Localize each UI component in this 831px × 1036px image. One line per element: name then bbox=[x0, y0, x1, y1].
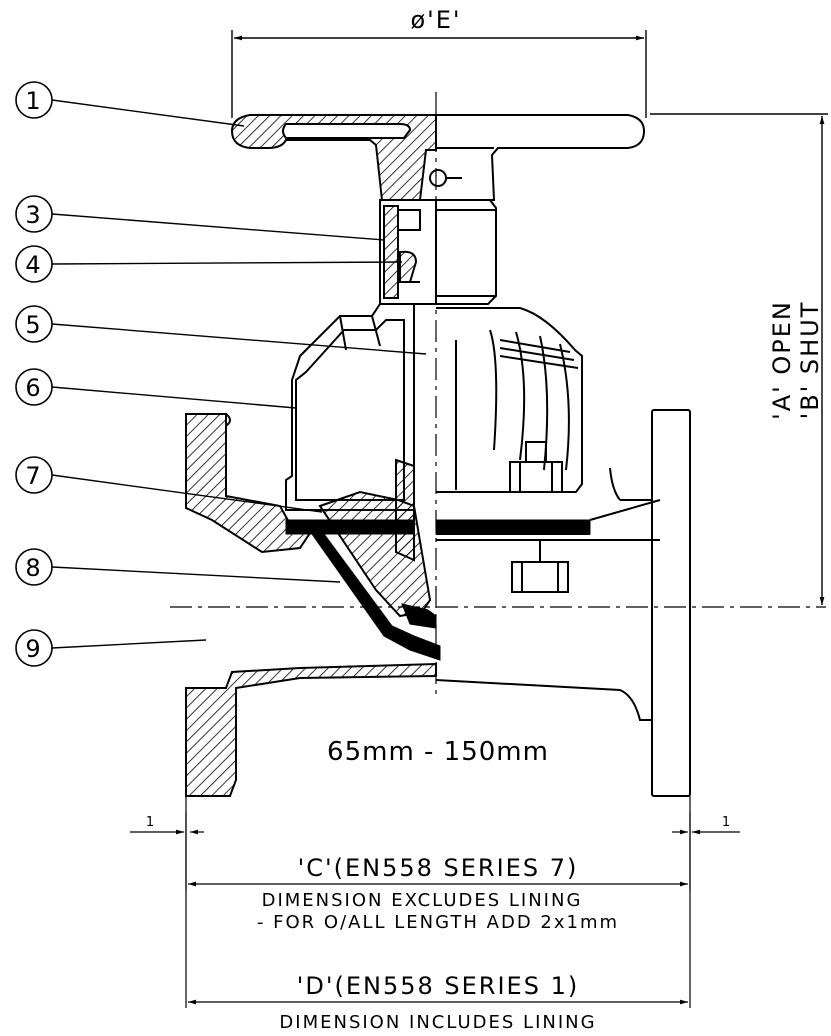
callout-5-number: 5 bbox=[25, 311, 42, 339]
compressor bbox=[318, 458, 432, 618]
dimension-c-note-2: - FOR O/ALL LENGTH ADD 2x1mm bbox=[257, 912, 619, 933]
callout-7: 7 bbox=[15, 456, 53, 494]
body-left bbox=[185, 413, 437, 797]
callout-4: 4 bbox=[15, 245, 53, 283]
body-right bbox=[435, 409, 691, 797]
callout-9-number: 9 bbox=[25, 635, 42, 663]
callout-3-number: 3 bbox=[25, 201, 42, 229]
callout-6-number: 6 bbox=[25, 374, 42, 402]
lining-left-value: 1 bbox=[146, 815, 154, 830]
callout-1: 1 bbox=[15, 81, 53, 119]
lining-markers bbox=[130, 796, 740, 1008]
bonnet bbox=[379, 199, 497, 305]
dimension-d-label: 'D'(EN558 SERIES 1) bbox=[297, 972, 579, 1000]
dimension-d-note: DIMENSION INCLUDES LINING bbox=[279, 1012, 596, 1033]
callout-1-number: 1 bbox=[25, 87, 42, 115]
dimension-a-b bbox=[650, 113, 828, 605]
dimension-b-shut-label: 'B' SHUT bbox=[796, 301, 824, 420]
dimension-c-note-1: DIMENSION EXCLUDES LINING bbox=[262, 890, 583, 911]
centerlines bbox=[170, 92, 826, 700]
flange-joint bbox=[436, 499, 661, 593]
callout-5: 5 bbox=[15, 305, 53, 343]
diaphragm bbox=[285, 519, 591, 661]
dimension-e-label: ø'E' bbox=[410, 6, 461, 34]
handwheel bbox=[230, 114, 646, 201]
callout-4-number: 4 bbox=[25, 251, 42, 279]
dimension-e bbox=[231, 30, 647, 118]
callout-7-number: 7 bbox=[25, 462, 42, 490]
callout-3: 3 bbox=[15, 195, 53, 233]
callout-6: 6 bbox=[15, 368, 53, 406]
dimension-c-label: 'C'(EN558 SERIES 7) bbox=[298, 854, 579, 882]
callout-8-number: 8 bbox=[25, 554, 42, 582]
callout-8: 8 bbox=[15, 548, 53, 586]
dimension-a-open-label: 'A' OPEN bbox=[768, 300, 796, 420]
callout-leaders bbox=[51, 99, 427, 649]
upper-body bbox=[285, 303, 583, 511]
lining-right-value: 1 bbox=[722, 815, 730, 830]
size-range-label: 65mm - 150mm bbox=[327, 737, 549, 767]
callout-9: 9 bbox=[15, 629, 53, 667]
